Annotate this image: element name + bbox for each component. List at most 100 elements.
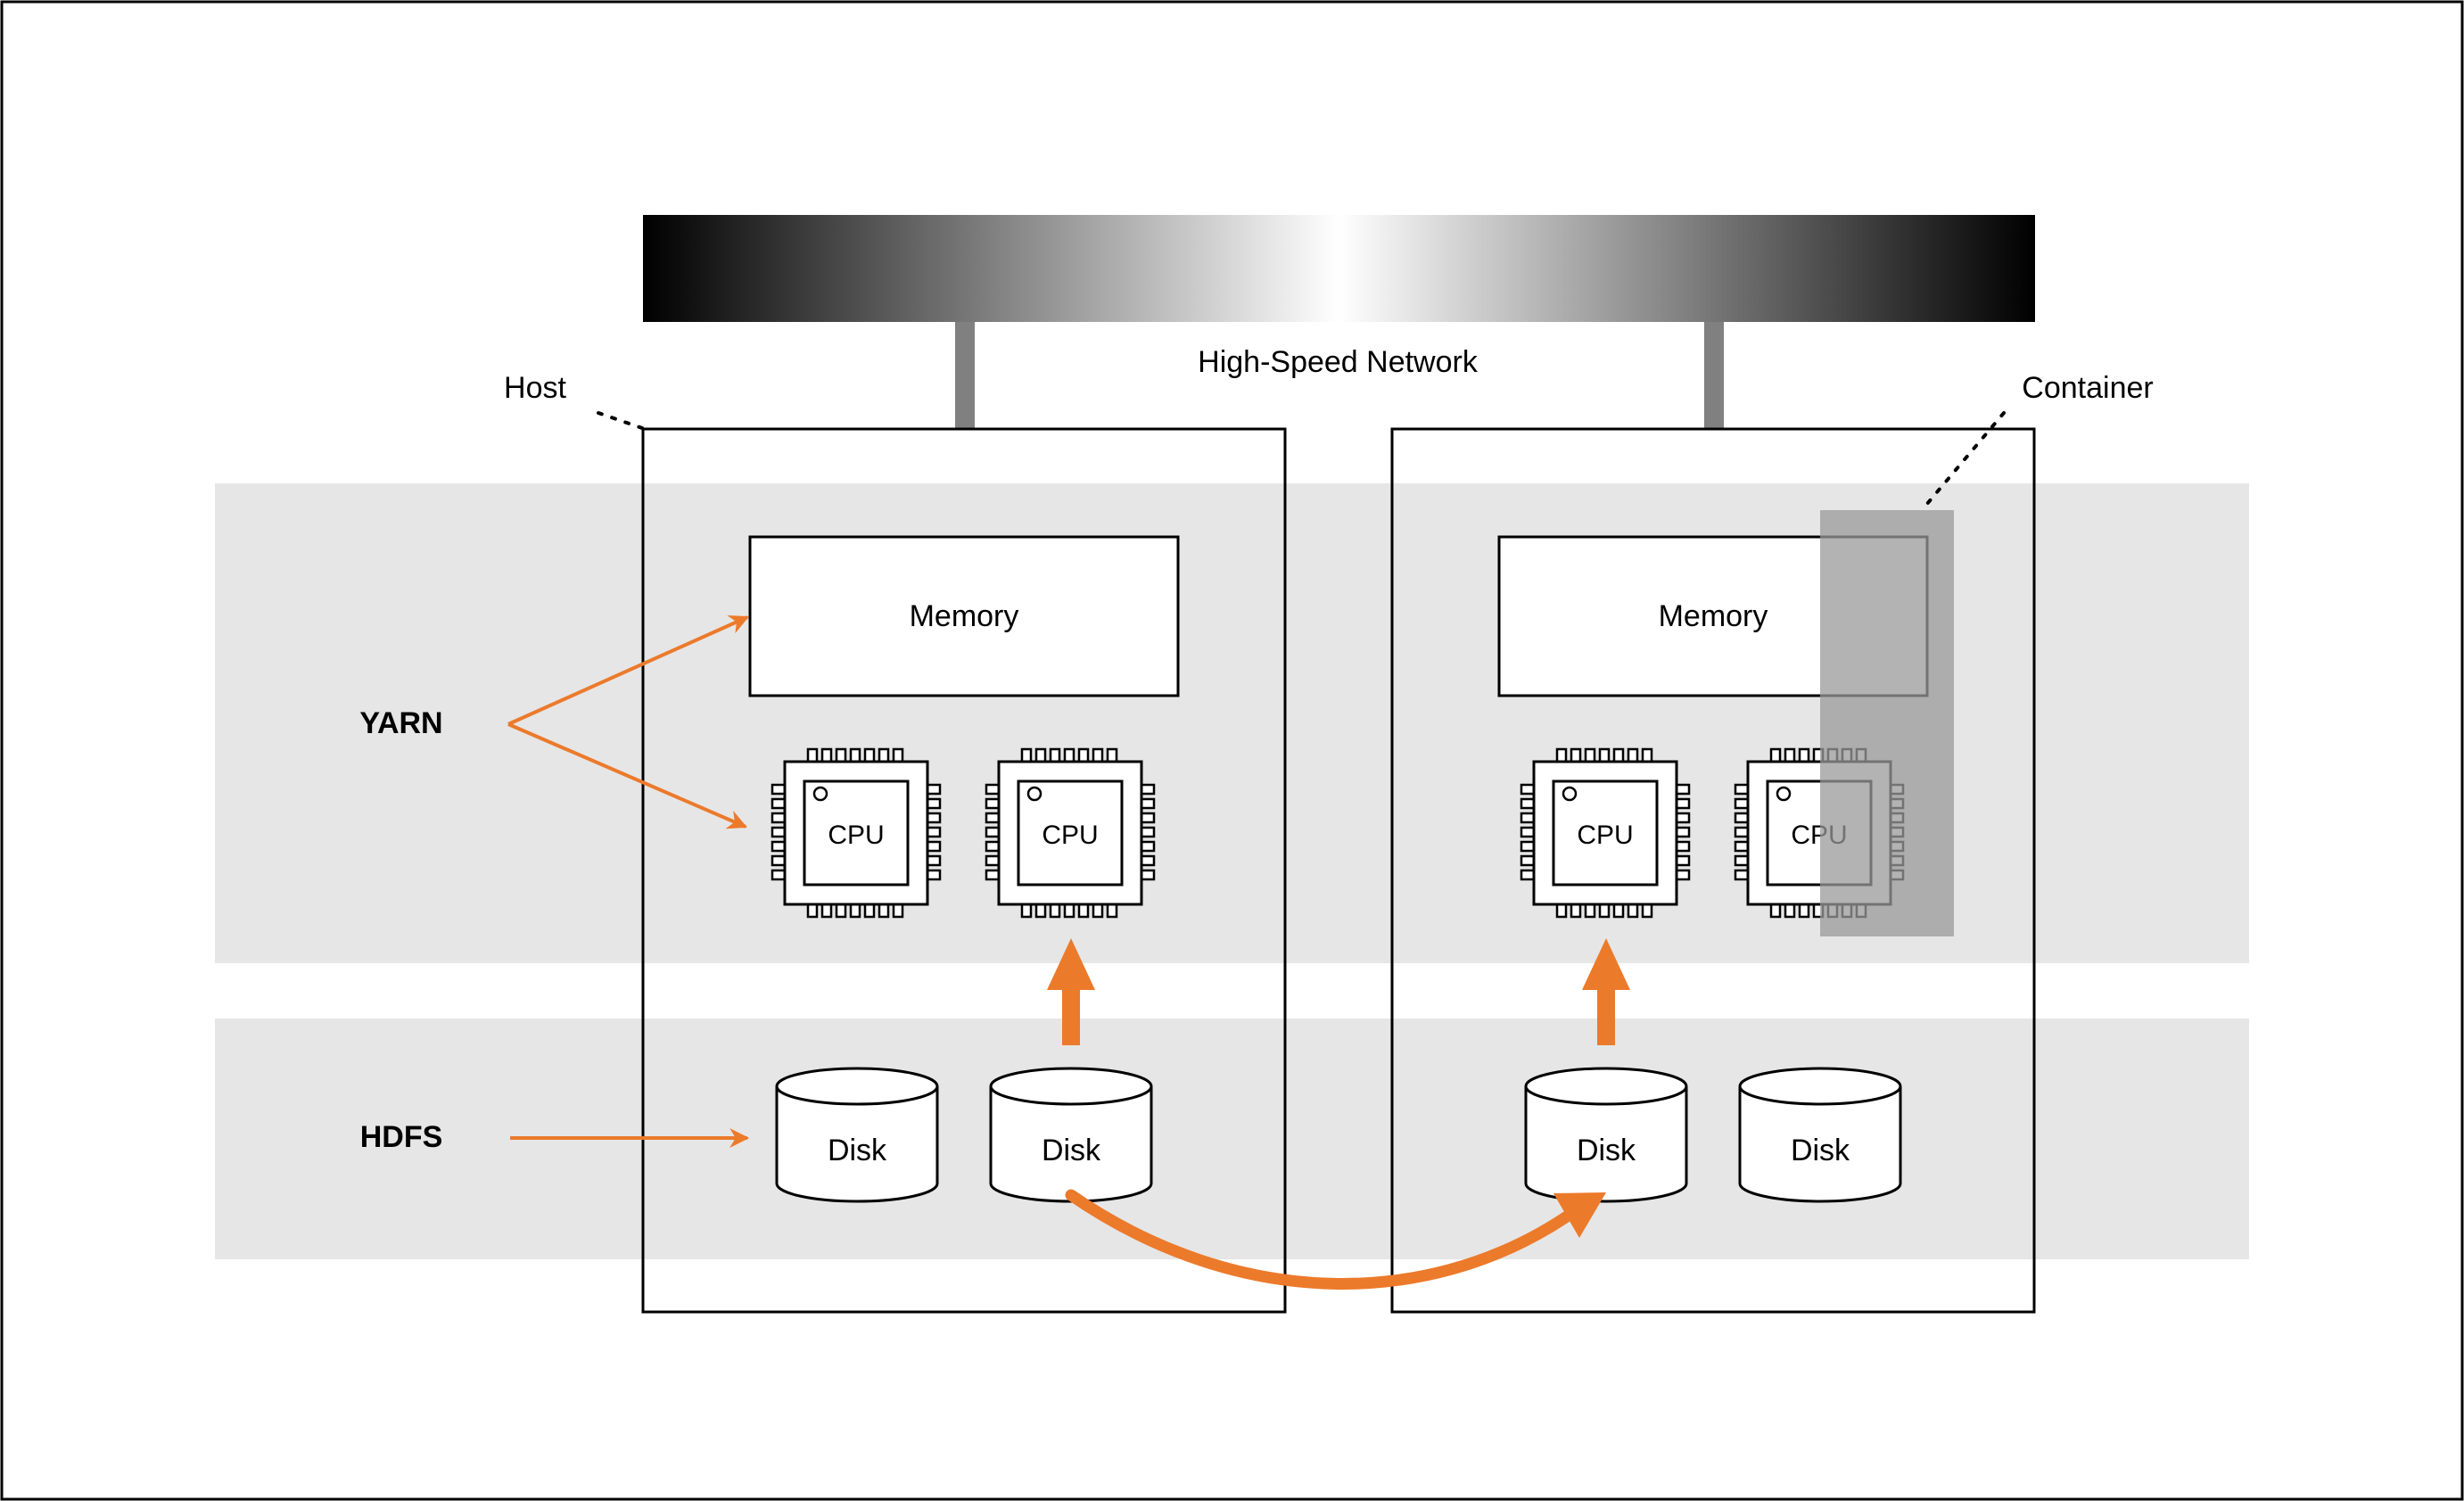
cpu-pin <box>1020 747 1033 763</box>
cpu-pin <box>835 747 847 763</box>
cpu-pin <box>1734 797 1750 810</box>
cpu-pin <box>1798 903 1810 919</box>
cpu-pin <box>1675 869 1691 881</box>
cpu-pin <box>1520 826 1536 838</box>
cpu-pin <box>985 812 1001 824</box>
cpu-pin1-marker <box>1562 786 1578 802</box>
cpu-pin <box>1675 840 1691 853</box>
host-box-1 <box>641 427 1287 1314</box>
cpu-pin <box>892 747 904 763</box>
cpu-pin <box>1734 869 1750 881</box>
disk-top <box>989 1067 1153 1106</box>
cpu-pin <box>1034 903 1047 919</box>
cpu-pin <box>1092 747 1104 763</box>
yarn-layer-label: YARN <box>359 706 442 740</box>
cpu-pin <box>1584 747 1596 763</box>
cpu-pin1-marker <box>1026 786 1042 802</box>
disk-top <box>1524 1067 1688 1106</box>
cpu-pin <box>1140 797 1156 810</box>
cpu-pin <box>1555 747 1568 763</box>
cpu-pin <box>820 747 833 763</box>
cpu-pin <box>985 826 1001 838</box>
cpu-pin <box>835 903 847 919</box>
cpu-pin <box>1140 783 1156 796</box>
cpu-pin <box>849 903 861 919</box>
cpu-pin <box>1798 747 1810 763</box>
cpu-pin <box>771 869 787 881</box>
cpu-pin <box>1555 903 1568 919</box>
cpu-pin <box>926 797 942 810</box>
cpu-pin <box>863 903 876 919</box>
cpu-pin <box>1734 840 1750 853</box>
disk-4 <box>1738 1067 1902 1203</box>
network-connector-left <box>955 322 975 429</box>
cpu-pin <box>926 812 942 824</box>
cpu-pin <box>1106 903 1118 919</box>
disk-body <box>775 1086 939 1203</box>
disk-2 <box>989 1067 1153 1203</box>
hdfs-layer-label: HDFS <box>360 1120 443 1154</box>
cpu-pin <box>771 854 787 867</box>
cpu-pin <box>985 840 1001 853</box>
cpu-pin <box>1641 903 1653 919</box>
disk-1 <box>775 1067 939 1203</box>
cpu-pin <box>1570 747 1582 763</box>
cpu-pin <box>926 869 942 881</box>
cpu-pin <box>771 797 787 810</box>
cpu-pin1-marker <box>1776 786 1792 802</box>
cpu-pin <box>1675 812 1691 824</box>
cpu-pin <box>863 747 876 763</box>
network-connector-right <box>1704 322 1724 429</box>
cpu-pin <box>1140 854 1156 867</box>
high-speed-network-bar <box>643 215 2035 322</box>
cpu-pin <box>1627 903 1639 919</box>
cpu-pin <box>1140 840 1156 853</box>
cpu-pin <box>926 826 942 838</box>
cpu-pin <box>1140 869 1156 881</box>
cpu-pin <box>1570 903 1582 919</box>
disk-to-cpu-arrow-head-1 <box>1047 938 1095 990</box>
cpu-pin <box>771 812 787 824</box>
cpu-pin <box>1020 903 1033 919</box>
host-annotation-label: Host <box>504 371 566 405</box>
cpu-pin <box>985 854 1001 867</box>
cpu-pin <box>926 840 942 853</box>
cpu-pin1-marker <box>812 786 828 802</box>
memory-label-2: Memory <box>1659 599 1768 633</box>
cpu-pin <box>806 747 819 763</box>
cpu-pin <box>1520 854 1536 867</box>
disk-body <box>1738 1086 1902 1203</box>
cpu-pin <box>1034 747 1047 763</box>
cpu-pin <box>1063 747 1075 763</box>
cpu-pin <box>1049 903 1061 919</box>
cpu-pin <box>1520 812 1536 824</box>
cpu-pin <box>1520 797 1536 810</box>
cpu-pin <box>1675 854 1691 867</box>
cpu-pin <box>1784 903 1796 919</box>
cpu-pin <box>892 903 904 919</box>
cpu-pin <box>1077 903 1090 919</box>
cpu-pin <box>1520 840 1536 853</box>
cpu-pin <box>985 869 1001 881</box>
cpu-pin <box>1675 826 1691 838</box>
cpu-pin <box>878 903 890 919</box>
cpu-pin <box>771 826 787 838</box>
cpu-pin <box>1627 747 1639 763</box>
yarn-to-cpu-arrow <box>507 722 748 829</box>
cpu-pin <box>985 797 1001 810</box>
cpu-pin <box>1092 903 1104 919</box>
cpu-chip-1 <box>771 747 942 919</box>
cpu-pin <box>985 783 1001 796</box>
cpu-label-3: CPU <box>1577 821 1633 850</box>
cpu-pin <box>820 903 833 919</box>
cpu-pin <box>1049 747 1061 763</box>
container-annotation-label: Container <box>2022 371 2153 405</box>
disk-label-2: Disk <box>1042 1134 1101 1167</box>
cpu-pin <box>926 783 942 796</box>
cpu-pin <box>806 903 819 919</box>
cpu-pin <box>1675 783 1691 796</box>
cpu-pin <box>1584 903 1596 919</box>
cpu-pin <box>771 783 787 796</box>
cpu-pin <box>1784 747 1796 763</box>
